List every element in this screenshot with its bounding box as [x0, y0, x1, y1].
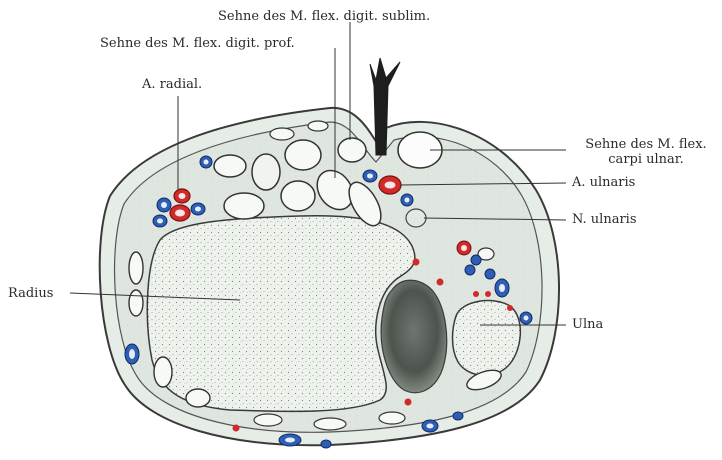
tendon	[254, 414, 282, 426]
vein-lumen	[195, 207, 201, 212]
tendon	[224, 193, 264, 219]
vein	[485, 269, 495, 279]
small-artery	[485, 291, 491, 297]
tendon	[281, 181, 315, 211]
vein	[465, 265, 475, 275]
label-n-ulnaris: N. ulnaris	[572, 212, 637, 227]
tendon	[214, 155, 246, 177]
label-flex-digit-prof: Sehne des M. flex. digit. prof.	[100, 36, 295, 51]
tendon	[338, 138, 366, 162]
vein	[321, 440, 331, 448]
small-artery	[413, 259, 420, 266]
ulnar-cavity	[381, 280, 447, 392]
ulnar-artery-lumen	[385, 182, 396, 189]
vein-lumen	[524, 316, 529, 321]
small-artery	[405, 399, 412, 406]
vein-lumen	[285, 438, 295, 443]
ulna-bone	[453, 301, 521, 376]
tendon	[129, 290, 143, 316]
tendon	[314, 418, 346, 430]
ulnar-nerve	[406, 209, 426, 227]
vein-lumen	[157, 219, 163, 224]
radial-artery-lumen	[179, 193, 186, 199]
vein-lumen	[405, 198, 410, 203]
tendon	[252, 154, 280, 190]
tendon	[379, 412, 405, 424]
small-artery	[437, 279, 444, 286]
vein-lumen	[129, 349, 135, 359]
small-artery	[233, 425, 240, 432]
vein-lumen	[204, 160, 209, 165]
small-artery	[473, 291, 479, 297]
label-a-radial: A. radial.	[142, 77, 202, 92]
label-flex-carpi-ulnar-line2: carpi ulnar.	[572, 152, 720, 167]
tendon	[154, 357, 172, 387]
tendon	[285, 140, 321, 170]
tendon	[270, 128, 294, 140]
vein	[453, 412, 463, 420]
tendon	[186, 389, 210, 407]
vein-lumen	[499, 284, 505, 292]
radial-artery-lumen	[175, 210, 185, 217]
vein-lumen	[427, 424, 434, 429]
label-radius: Radius	[8, 286, 53, 301]
small-artery	[507, 305, 513, 311]
tendon	[308, 121, 328, 131]
radius-bone	[147, 216, 415, 412]
tendon	[129, 252, 143, 284]
vein-lumen	[161, 202, 167, 208]
label-flex-carpi-ulnar: Sehne des M. flex. carpi ulnar.	[572, 137, 720, 167]
artery-lumen	[461, 245, 467, 251]
vein	[471, 255, 481, 265]
vein-lumen	[367, 174, 373, 179]
label-flex-digit-sublim: Sehne des M. flex. digit. sublim.	[218, 9, 430, 24]
label-ulna: Ulna	[572, 317, 603, 332]
label-a-ulnaris: A. ulnaris	[572, 175, 635, 190]
label-flex-carpi-ulnar-line1: Sehne des M. flex.	[572, 137, 720, 152]
